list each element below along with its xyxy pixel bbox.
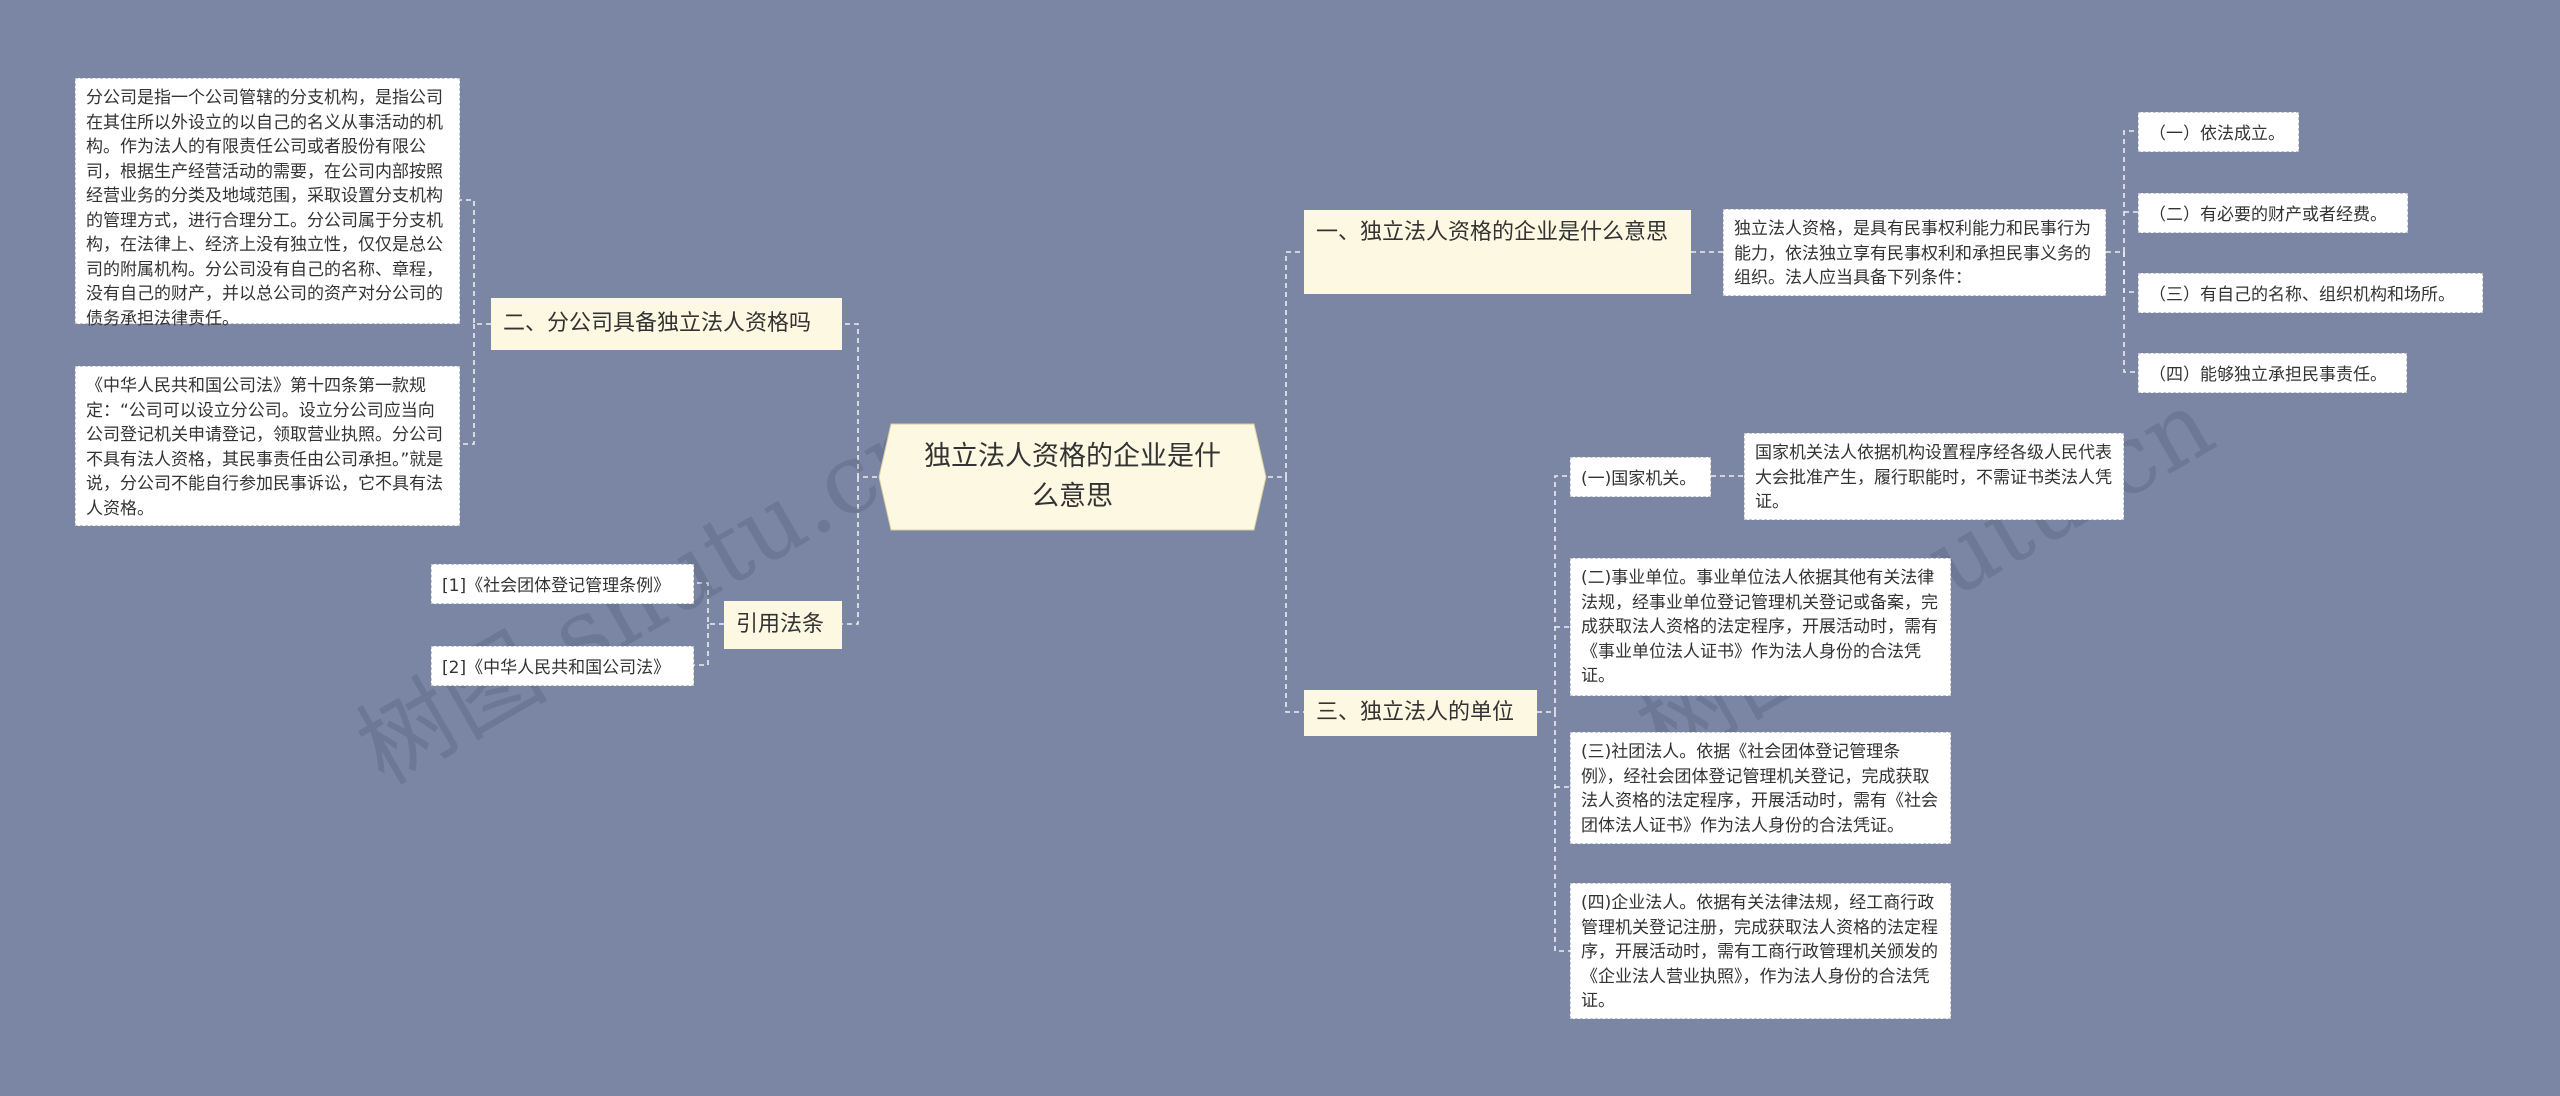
branch-citations-title: 引用法条 <box>736 612 825 637</box>
unit-item-detail-text: 国家机关法人依据机构设置程序经各级人民代表大会批准产生，履行职能时，不需证书类法… <box>1755 443 2112 512</box>
company-law-quote-text: 《中华人民共和国公司法》第十四条第一款规定：“公司可以设立分公司。设立分公司应当… <box>86 376 444 519</box>
condition-item-text: （一）依法成立。 <box>2149 124 2285 144</box>
root-node[interactable]: 独立法人资格的企业是什么意思 <box>877 422 1268 532</box>
branch-independent-units-title: 三、独立法人的单位 <box>1316 700 1515 725</box>
condition-item: （二）有必要的财产或者经费。 <box>2138 193 2408 233</box>
company-law-quote: 《中华人民共和国公司法》第十四条第一款规定：“公司可以设立分公司。设立分公司应当… <box>75 366 460 526</box>
root-title: 独立法人资格的企业是什么意思 <box>924 441 1221 512</box>
definition-text: 独立法人资格，是具有民事权利能力和民事行为能力，依法独立享有民事权利和承担民事义… <box>1723 209 2106 296</box>
branch-definition-title: 一、独立法人资格的企业是什么意思 <box>1316 220 1669 245</box>
unit-item-detail: 国家机关法人依据机构设置程序经各级人民代表大会批准产生，履行职能时，不需证书类法… <box>1744 433 2124 520</box>
branch-branch-company-title: 二、分公司具备独立法人资格吗 <box>503 311 812 336</box>
branch-company-explanation: 分公司是指一个公司管辖的分支机构，是指公司在其住所以外设立的以自己的名义从事活动… <box>75 78 460 329</box>
branch-definition[interactable]: 一、独立法人资格的企业是什么意思 <box>1304 210 1691 294</box>
citation-item[interactable]: [2]《中华人民共和国公司法》 <box>431 646 694 686</box>
unit-item: (二)事业单位。事业单位法人依据其他有关法律法规，经事业单位登记管理机关登记或备… <box>1570 558 1951 696</box>
condition-item-text: （三）有自己的名称、组织机构和场所。 <box>2149 285 2455 305</box>
condition-item-text: （四）能够独立承担民事责任。 <box>2149 365 2387 385</box>
unit-item-text: (三)社团法人。依据《社会团体登记管理条例》，经社会团体登记管理机关登记，完成获… <box>1581 742 1938 836</box>
branch-company-explanation-text: 分公司是指一个公司管辖的分支机构，是指公司在其住所以外设立的以自己的名义从事活动… <box>86 88 443 329</box>
branch-branch-company[interactable]: 二、分公司具备独立法人资格吗 <box>491 298 842 350</box>
citation-item[interactable]: [1]《社会团体登记管理条例》 <box>431 564 694 604</box>
unit-item: (三)社团法人。依据《社会团体登记管理条例》，经社会团体登记管理机关登记，完成获… <box>1570 732 1951 844</box>
condition-item-text: （二）有必要的财产或者经费。 <box>2149 205 2387 225</box>
condition-item: （一）依法成立。 <box>2138 112 2299 152</box>
unit-item-text: (四)企业法人。依据有关法律法规，经工商行政管理机关登记注册，完成获取法人资格的… <box>1581 893 1938 1011</box>
definition-text-content: 独立法人资格，是具有民事权利能力和民事行为能力，依法独立享有民事权利和承担民事义… <box>1734 219 2091 288</box>
condition-item: （三）有自己的名称、组织机构和场所。 <box>2138 273 2483 313</box>
condition-item: （四）能够独立承担民事责任。 <box>2138 353 2407 393</box>
branch-citations[interactable]: 引用法条 <box>724 601 842 649</box>
root-hexagon-shape <box>878 423 1267 531</box>
branch-independent-units[interactable]: 三、独立法人的单位 <box>1304 690 1537 736</box>
unit-item-text: (二)事业单位。事业单位法人依据其他有关法律法规，经事业单位登记管理机关登记或备… <box>1581 568 1938 686</box>
unit-item: (四)企业法人。依据有关法律法规，经工商行政管理机关登记注册，完成获取法人资格的… <box>1570 883 1951 1019</box>
unit-item-text: (一)国家机关。 <box>1581 469 1697 489</box>
citation-item-text: [1]《社会团体登记管理条例》 <box>442 576 671 596</box>
unit-item: (一)国家机关。 <box>1570 457 1711 497</box>
citation-item-text: [2]《中华人民共和国公司法》 <box>442 658 671 678</box>
